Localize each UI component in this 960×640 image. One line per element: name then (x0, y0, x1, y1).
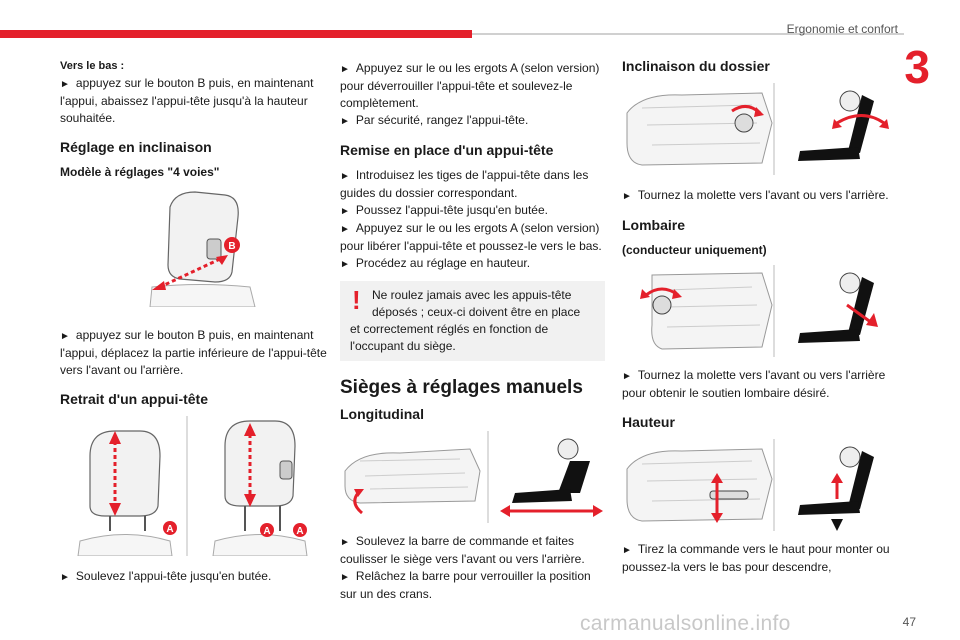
section-title-sieges: Sièges à réglages manuels (340, 377, 583, 398)
callout-a-label: A (296, 526, 303, 537)
section-title-hauteur: Hauteur (622, 414, 675, 430)
column-3: Inclinaison du dossier ►Tournez la molet… (622, 58, 897, 576)
remise-step-3: ►Appuyez sur le ou les ergots A (selon v… (340, 221, 602, 253)
callout-a-label: A (263, 526, 270, 537)
subtitle-lombaire: (conducteur uniquement) (622, 243, 767, 257)
height-illustration (622, 439, 897, 531)
bullet-icon: ► (340, 64, 350, 75)
column-2: ►Appuyez sur le ou les ergots A (selon v… (340, 60, 605, 603)
bullet-icon: ► (622, 191, 632, 202)
chapter-number: 3 (904, 41, 930, 93)
bullet-icon: ► (340, 537, 350, 548)
warning-line-2: déposés ; ceux-ci doivent être en place (372, 305, 581, 319)
bullet-icon: ► (60, 572, 70, 583)
inclinaison-text: ►Tournez la molette vers l'avant ou vers… (622, 188, 889, 202)
remise-step-2: ►Poussez l'appui-tête jusqu'en butée. (340, 203, 548, 217)
chapter-title: Ergonomie et confort (786, 22, 898, 36)
warning-icon: ! (352, 285, 361, 315)
subtitle-longitudinal: Longitudinal (340, 406, 424, 422)
section-title-retrait: Retrait d'un appui-tête (60, 391, 208, 407)
header-divider (472, 33, 904, 35)
vers-le-bas-label: Vers le bas : (60, 60, 125, 72)
section-title-lombaire: Lombaire (622, 217, 686, 233)
reglage-text: ►appuyez sur le bouton B puis, en mainte… (60, 328, 327, 377)
remise-step-4: ►Procédez au réglage en hauteur. (340, 256, 531, 270)
warning-box: ! Ne roulez jamais avec les appuis-tête … (340, 281, 605, 361)
bullet-icon: ► (340, 259, 350, 270)
bullet-icon: ► (340, 572, 350, 583)
warning-line-3: et correctement réglés en fonction de l'… (350, 322, 549, 353)
securite-text: ►Par sécurité, rangez l'appui-tête. (340, 113, 529, 127)
watermark: carmanualsonline.info (580, 612, 791, 635)
callout-b-label: B (228, 241, 235, 252)
section-title-remise: Remise en place d'un appui-tête (340, 142, 554, 158)
section-title-reglage: Réglage en inclinaison (60, 139, 212, 155)
retrait-text: ►Soulevez l'appui-tête jusqu'en butée. (60, 569, 272, 583)
backrest-tilt-illustration (622, 83, 897, 175)
header-accent-bar (0, 30, 472, 38)
headrest-tilt-illustration: B (60, 187, 330, 307)
longitudinal-step-2: ►Relâchez la barre pour verrouiller la p… (340, 569, 591, 601)
warning-line-1: Ne roulez jamais avec les appuis-tête (372, 288, 572, 302)
bullet-icon: ► (60, 79, 70, 90)
subtitle-modele: Modèle à réglages "4 voies" (60, 165, 220, 179)
page-number: 47 (902, 615, 916, 629)
headrest-removal-illustration: A A A (60, 416, 330, 556)
bullet-icon: ► (340, 224, 350, 235)
column-1: Vers le bas : ►appuyez sur le bouton B p… (60, 58, 330, 586)
bullet-icon: ► (622, 371, 632, 382)
bullet-icon: ► (622, 545, 632, 556)
bullet-icon: ► (340, 116, 350, 127)
remise-step-1: ►Introduisez les tiges de l'appui-tête d… (340, 168, 589, 200)
vers-le-bas-text: ►appuyez sur le bouton B puis, en mainte… (60, 76, 314, 125)
hauteur-text: ►Tirez la commande vers le haut pour mon… (622, 542, 890, 574)
longitudinal-illustration (340, 431, 605, 523)
bullet-icon: ► (340, 171, 350, 182)
longitudinal-step-1: ►Soulevez la barre de commande et faites… (340, 534, 585, 566)
lumbar-illustration (622, 265, 897, 357)
section-title-inclinaison: Inclinaison du dossier (622, 58, 770, 74)
callout-a-label: A (166, 524, 173, 535)
lombaire-text: ►Tournez la molette vers l'avant ou vers… (622, 368, 886, 400)
bullet-icon: ► (340, 206, 350, 217)
bullet-icon: ► (60, 331, 70, 342)
deverrouiller-text: ►Appuyez sur le ou les ergots A (selon v… (340, 61, 600, 110)
